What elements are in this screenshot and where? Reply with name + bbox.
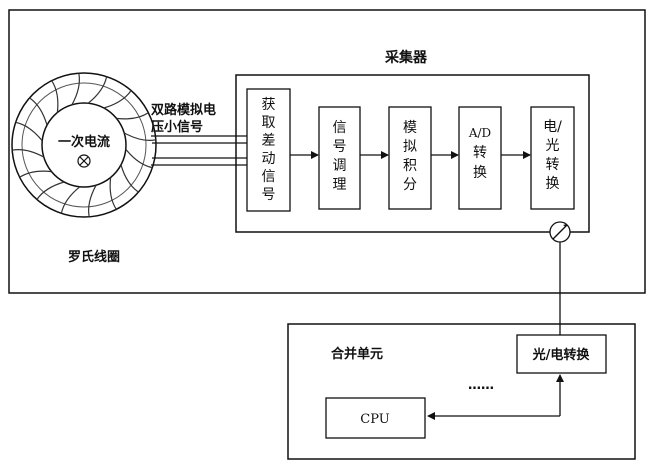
block-eo-char: 电/ [543,119,562,135]
ellipsis: …… [468,378,494,393]
collector-box [235,74,590,233]
block-diff-char: 动 [262,151,276,167]
block-adc-char: A/D [468,126,491,140]
cpu-label: CPU [360,412,389,427]
oe-label: 光/电转换 [532,347,591,363]
cpu-block [325,397,426,439]
block-adc-char: 转 [473,145,487,161]
optical-connector-icon [549,221,571,243]
collector-title: 采集器 [384,49,428,66]
block-integ-char: 分 [403,177,417,193]
block-cond-char: 调 [333,158,347,174]
block-cond-char: 号 [333,139,347,155]
coil-winding [88,184,97,217]
block-diff-char: 取 [262,115,276,131]
block-eo-char: 转 [546,157,560,173]
coil-winding [12,149,45,158]
block-integ-char: 积 [403,158,417,174]
block-integ-char: 模 [403,120,417,136]
block-diff-char: 号 [262,187,276,203]
signal-label-line2: 压小信号 [151,119,203,135]
block-diff-char: 获 [262,97,276,113]
signal-wires [151,135,247,166]
signal-label-line1: 双路模拟电 [151,102,216,118]
oe-block [516,334,607,374]
coil-winding [29,97,48,126]
block-diff-char: 信 [262,169,276,185]
block-eo [530,106,575,210]
current-direction-icon [77,154,91,168]
block-adc-char: 换 [473,164,487,181]
coil-winding [103,90,132,109]
coil-winding [36,181,65,200]
block-eo-char: 换 [546,175,560,192]
merging-unit-title: 合并单元 [331,346,383,362]
coil-winding [51,80,59,113]
coil-winding [123,132,156,141]
coil-winding [60,186,81,214]
merging-unit-box [287,323,636,460]
coil-winding [120,164,139,193]
primary-current-label: 一次电流 [58,134,110,150]
outer-frame [8,9,646,294]
block-cond-char: 信 [333,120,347,136]
coil-label: 罗氏线圈 [68,249,120,265]
coil-winding [109,177,117,210]
coil-winding [15,121,43,142]
block-adc [458,106,502,210]
block-diff [246,88,291,212]
block-cond [318,106,361,210]
block-integ [388,106,432,210]
block-cond-char: 理 [333,177,347,193]
coil-winding [87,76,108,104]
block-integ-char: 拟 [403,139,417,155]
block-eo-char: 光 [546,138,560,154]
coil-winding [116,112,149,120]
rogowski-coil [11,72,157,218]
coil-winding [71,73,80,106]
coil-winding [19,170,52,178]
coil-winding [125,148,153,169]
block-diff-char: 差 [262,133,276,149]
